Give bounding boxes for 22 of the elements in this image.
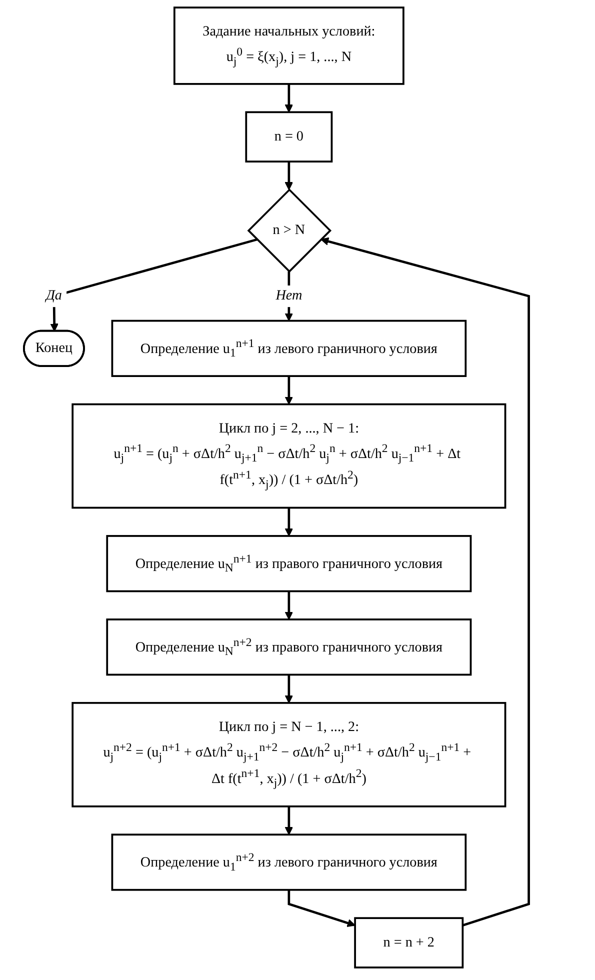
node-box: Цикл по j = N − 1, ..., 2: u$_{j}$$^{n+2}$ = (u$_{j}$$^{n+1}$ + σΔt/h$^{2}$ u$_{j+1}$$^{n+2}$ − σΔt/h$^{2}$ u$_{j}$$^{n+1}$ + σΔt/h$^{2}$ u$_{j−1}$$^{n+1}$ + Δt f(t$^{n+1}$, x$_{j}$)) / (1 + σΔt/h$^{2}$) <box>72 702 506 808</box>
arrow <box>284 84 294 113</box>
node-box: Задание начальных условий: u$_{j}$$^{0}$ = ξ(x$_{j}$), j = 1, ..., N <box>173 6 404 85</box>
node-box: Определение u$_{N}$$^{n+1}$ из правого граничного условия <box>106 535 472 592</box>
arrow <box>284 508 294 536</box>
node-diamond: n > N <box>247 188 332 273</box>
arrow <box>288 890 356 928</box>
arrow <box>50 238 258 332</box>
arrow <box>284 806 294 835</box>
node-box: Определение u$_{1}$$^{n+2}$ из левого граничного условия <box>111 834 467 891</box>
node-box: n = 0 <box>245 111 333 162</box>
node-box: Определение u$_{N}$$^{n+2}$ из правого граничного условия <box>106 618 472 676</box>
edge-label: Нет <box>276 288 302 304</box>
arrow <box>284 591 294 620</box>
node-box: Определение u$_{1}$$^{n+1}$ из левого граничного условия <box>111 320 467 377</box>
arrow <box>284 162 294 190</box>
arrow <box>284 376 294 405</box>
arrow <box>320 237 530 926</box>
node-box: n = n + 2 <box>354 917 464 968</box>
node-box: Цикл по j = 2, ..., N − 1: u$_{j}$$^{n+1}$ = (u$_{j}$$^{n}$ + σΔt/h$^{2}$ u$_{j+1}$$^{n}$ − σΔt/h$^{2}$ u$_{j}$$^{n}$ + σΔt/h$^{2}$ u$_{j−1}$$^{n+1}$ + Δt f(t$^{n+1}$, x$_{j}$)) / (1 + σΔt/h$^{2}$) <box>72 403 506 509</box>
arrow <box>284 674 294 704</box>
edge-label: Да <box>46 288 62 304</box>
